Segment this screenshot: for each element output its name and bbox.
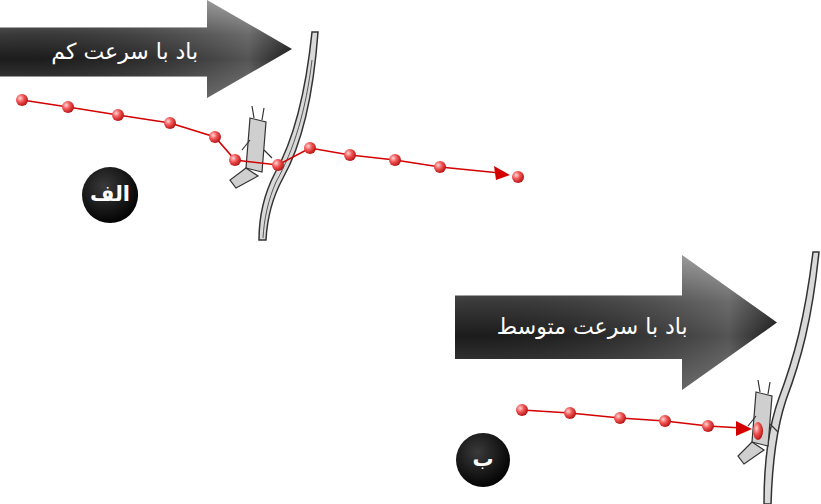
- insect-tail: [230, 168, 258, 188]
- pollen-grain: [209, 131, 221, 143]
- arrow-body: [455, 255, 777, 390]
- insect-tail: [738, 442, 764, 464]
- insect-body: [752, 392, 772, 446]
- pollen-grain: [272, 159, 284, 171]
- plant-stem: [259, 32, 318, 240]
- insect-figure: [738, 380, 778, 464]
- pollen-grain: [702, 420, 714, 432]
- pollen-grain: [389, 154, 401, 166]
- panel-marker: ب: [456, 433, 510, 487]
- pollen-grain: [753, 422, 763, 440]
- pollen-grain: [344, 149, 356, 161]
- arrow-label: باد با سرعت متوسط: [497, 314, 688, 340]
- arrow-label: باد با سرعت کم: [51, 39, 198, 65]
- pollen-grain: [512, 171, 524, 183]
- arrow-sheen: [455, 255, 777, 390]
- plant-stem: [764, 252, 819, 504]
- panel-marker: الف: [82, 167, 138, 223]
- pollen-grain: [304, 142, 316, 154]
- insect-figure: [230, 106, 272, 188]
- insect-legs: [242, 106, 272, 158]
- marker-disc: [456, 433, 510, 487]
- trajectory-arrowhead: [494, 166, 510, 180]
- pollen-grain: [659, 415, 671, 427]
- marker-disc: [82, 167, 138, 223]
- arrow-body: [0, 0, 292, 98]
- pollen-grain: [516, 404, 528, 416]
- pollen-grain: [614, 412, 626, 424]
- pollen-grain: [564, 407, 576, 419]
- pollen-grain: [229, 154, 241, 166]
- pollen-grains: [16, 94, 524, 183]
- pollen-grain: [164, 117, 176, 129]
- particle-trajectory: [22, 100, 500, 173]
- pollen-grain: [62, 101, 74, 113]
- pollen-grain: [112, 109, 124, 121]
- pollen-grain: [16, 94, 28, 106]
- arrow-sheen: [0, 0, 292, 98]
- wind-arrow: باد با سرعت کم: [0, 0, 292, 98]
- insect-legs: [748, 380, 778, 432]
- panel-letter: الف: [90, 183, 130, 206]
- pollen-grain: [434, 161, 446, 173]
- wind-arrow: باد با سرعت متوسط: [455, 255, 777, 390]
- panel-letter: ب: [472, 448, 493, 471]
- trajectory-arrowhead: [736, 421, 752, 436]
- pollen-grains: [516, 404, 763, 440]
